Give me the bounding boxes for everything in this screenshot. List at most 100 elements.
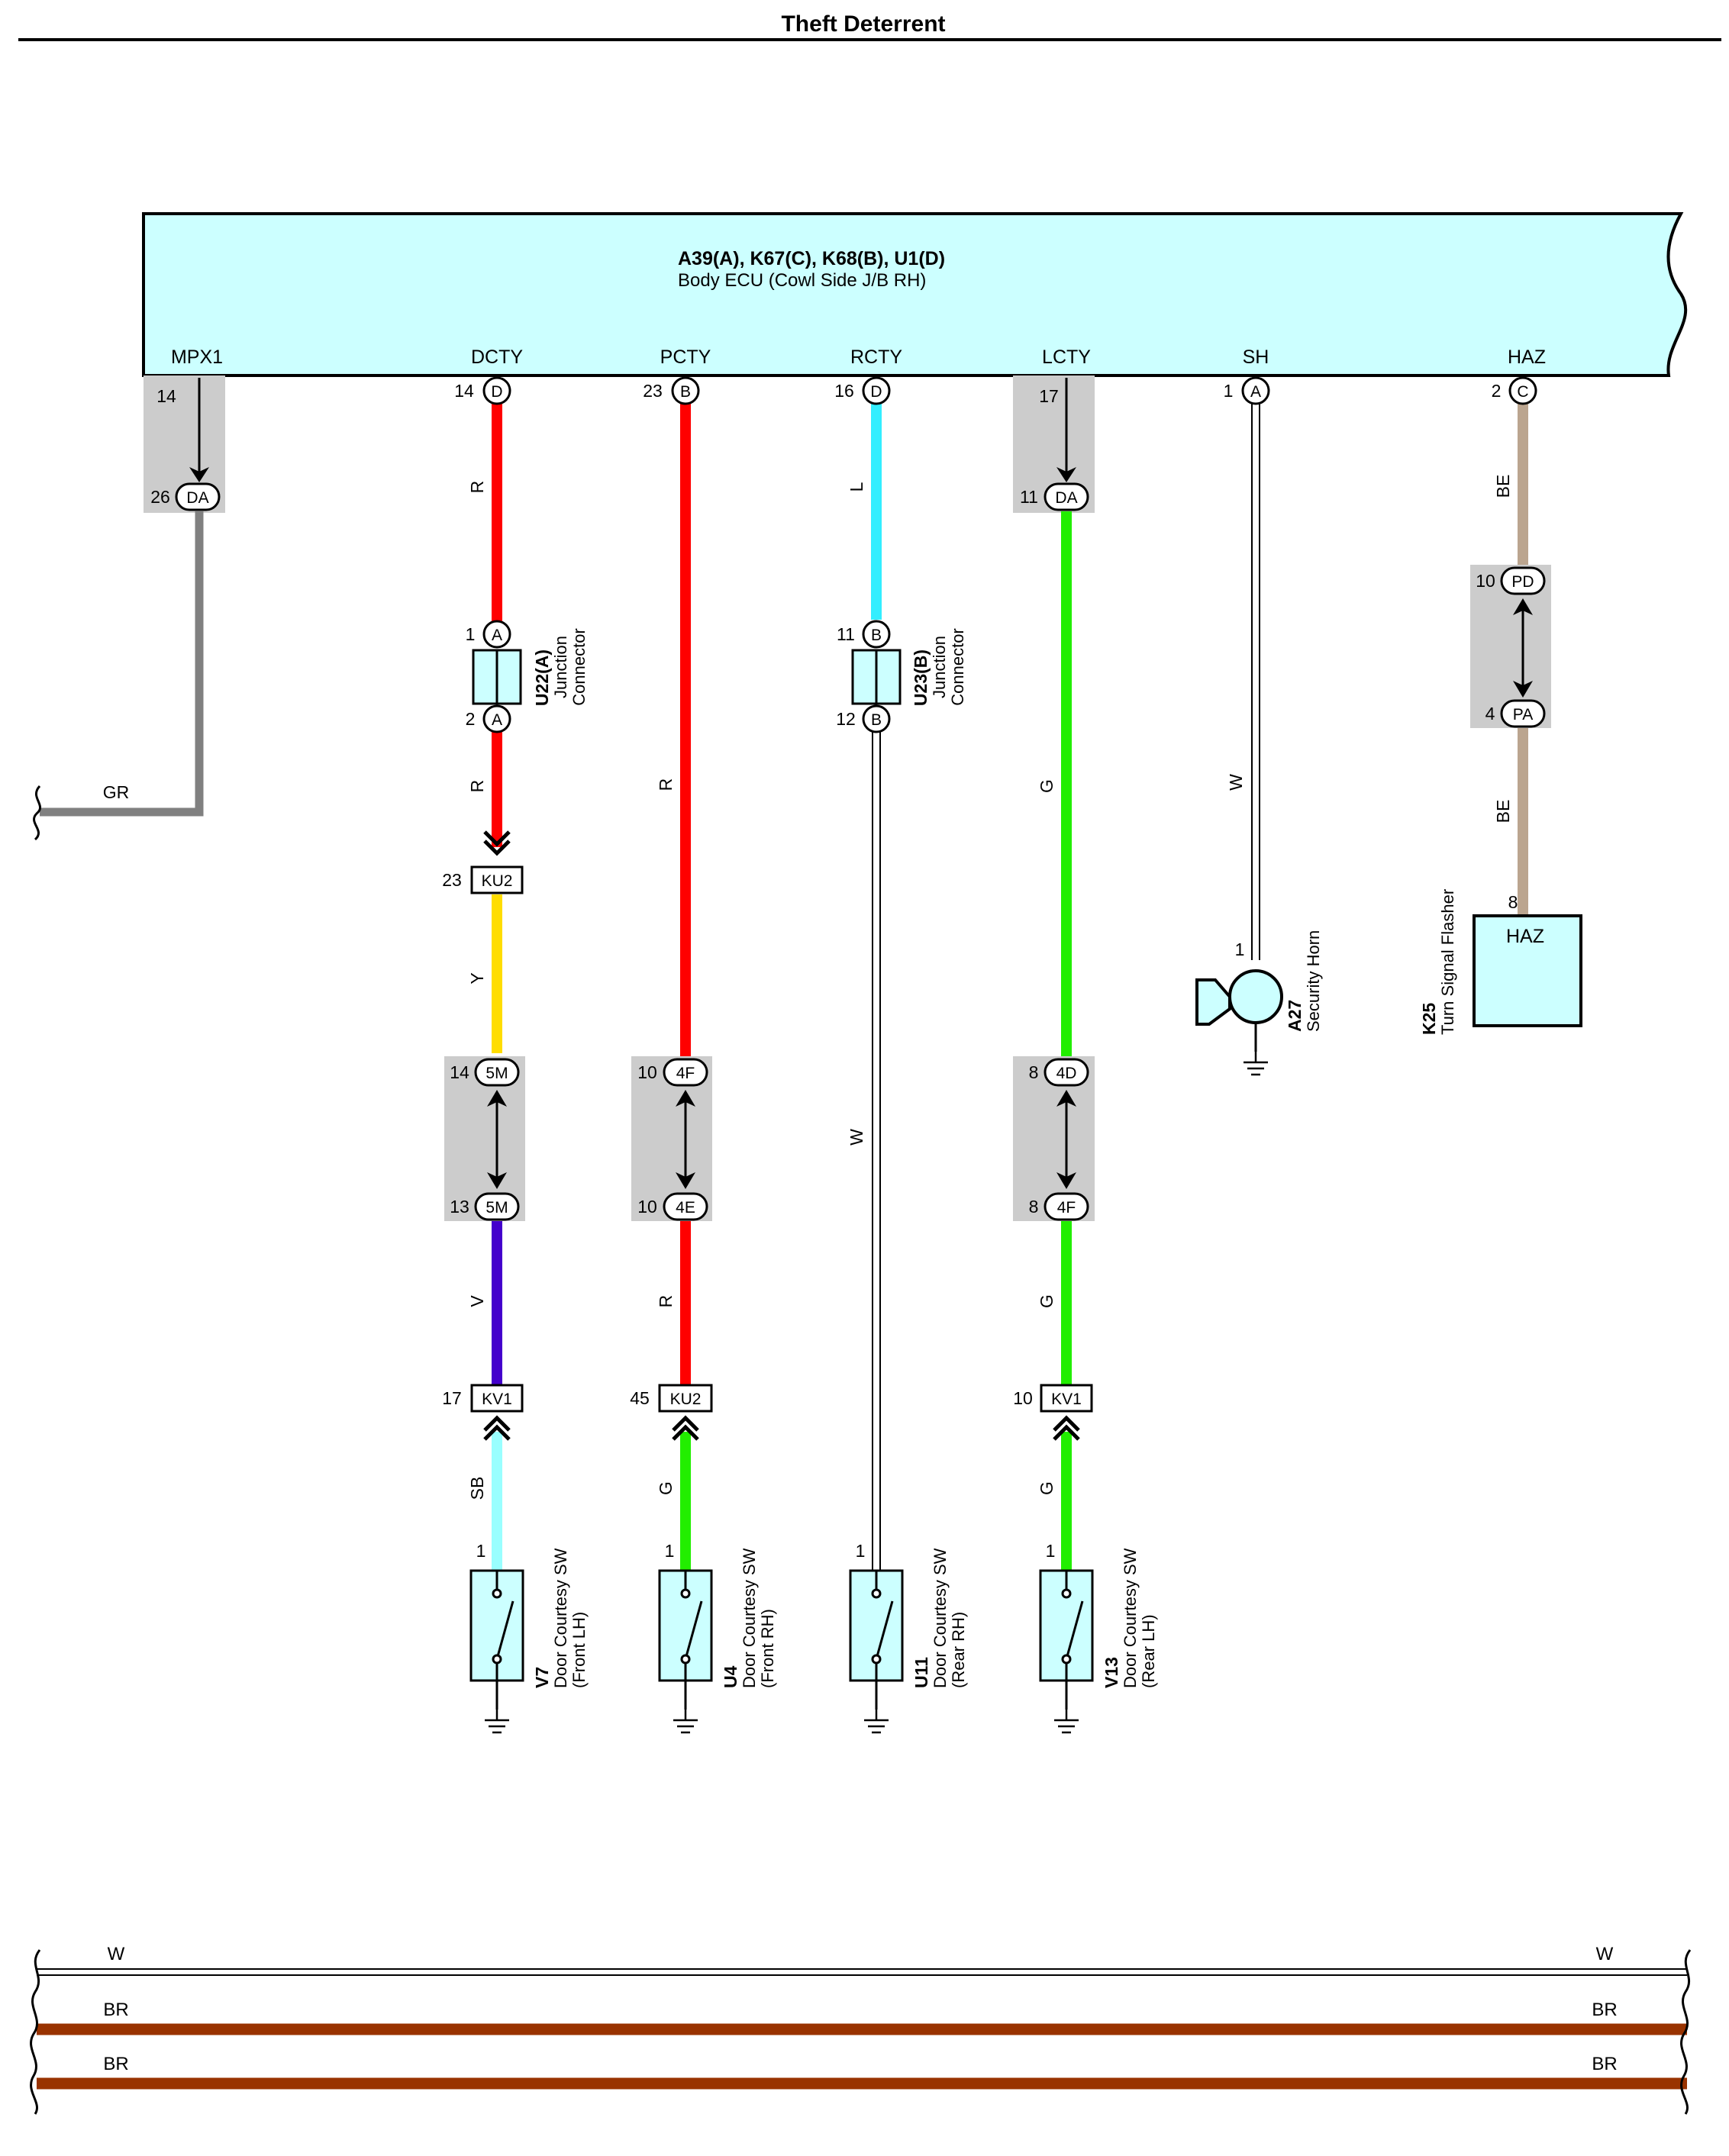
u22-top-conn: A [492, 627, 502, 644]
u22-bot-num: 2 [466, 709, 476, 729]
v7-ground-icon [483, 1708, 511, 1734]
v13-code: V13 [1102, 1657, 1121, 1688]
horn-pin: 1 [1235, 939, 1245, 959]
pin-name-haz: HAZ [1508, 346, 1546, 368]
haz-pd-label: PD [1511, 573, 1534, 591]
turn-signal-flasher-box [1473, 914, 1582, 1027]
wire-break-gr [33, 785, 42, 841]
u4-name: Door Courtesy SW [740, 1548, 759, 1688]
u4-ground-icon [672, 1708, 699, 1734]
v7-code: V7 [532, 1667, 552, 1688]
body-ecu-box [142, 212, 1688, 377]
lcty-4d-num: 8 [1029, 1062, 1039, 1082]
flasher-name: Turn Signal Flasher [1438, 889, 1457, 1035]
u22-name-2: Connector [569, 628, 589, 706]
flasher-pin: 8 [1508, 892, 1518, 912]
circuit-rcty: D 16 L B 11 B 12 U23(B) Junction Connect… [834, 376, 968, 1734]
horn-name: Security Horn [1304, 930, 1323, 1032]
dcty-ku2-connector [470, 865, 524, 894]
sh-ecu-connector [1241, 376, 1270, 405]
lcty-kv1-num: 10 [1013, 1388, 1033, 1408]
v7-pos: (Front LH) [569, 1612, 589, 1688]
u23-bot-conn: B [871, 711, 882, 729]
mpx-pin-num: 14 [156, 386, 176, 406]
lcty-ecu-pin-num: 17 [1039, 386, 1059, 406]
haz-pa-connector [1500, 699, 1546, 728]
v13-pos: (Rear LH) [1139, 1614, 1158, 1688]
wire-label-lcty-3: G [1037, 1481, 1056, 1495]
pin-name-mpx1: MPX1 [171, 346, 223, 368]
ecu-name: Body ECU (Cowl Side J/B RH) [678, 270, 926, 291]
v7-pin: 1 [476, 1541, 486, 1561]
wire-label-haz-1: BE [1493, 475, 1513, 498]
pcty-ecu-conn-label: B [680, 383, 691, 401]
wire-label-gr: GR [103, 782, 130, 802]
pcty-4f-num: 10 [637, 1062, 657, 1082]
dcty-ku2-num: 23 [442, 870, 462, 890]
dcty-kv1-num: 17 [442, 1388, 462, 1408]
dcty-5m-bot-connector [474, 1192, 520, 1221]
pcty-4f-label: 4F [676, 1065, 695, 1082]
u11-ground-icon [863, 1708, 890, 1734]
pcty-ku2-label: KU2 [670, 1391, 702, 1408]
pcty-4e-label: 4E [676, 1199, 695, 1217]
lcty-da-label: DA [1055, 489, 1077, 507]
dcty-ku2-label: KU2 [482, 872, 513, 890]
wire-label-dcty-5: SB [467, 1477, 487, 1500]
pin-name-pcty: PCTY [660, 346, 711, 368]
wire-gr [40, 511, 204, 817]
horn-code: A27 [1285, 1000, 1305, 1032]
u11-pos: (Rear RH) [949, 1612, 968, 1688]
dcty-kv1-label: KV1 [482, 1391, 512, 1408]
u22-bottom-connector [482, 704, 511, 733]
u23-bottom-connector [862, 704, 891, 733]
lcty-da-num: 11 [1020, 487, 1038, 507]
wire-label-dcty-3: Y [467, 972, 487, 984]
wire-label-dcty-4: V [467, 1295, 487, 1307]
wire-label-dcty-2: R [467, 780, 487, 793]
horn-bell-icon [1195, 978, 1231, 1026]
lcty-4d-label: 4D [1056, 1065, 1077, 1082]
dcty-ecu-connector [482, 376, 511, 405]
u22-bot-conn: A [492, 711, 502, 729]
dcty-5m-top-connector [474, 1058, 520, 1087]
pin-name-sh: SH [1243, 346, 1269, 368]
wire-label-lcty-2: G [1037, 1294, 1056, 1308]
u23-bot-num: 12 [836, 709, 856, 729]
circuit-pcty: B 23 R 4F 10 4E 10 R KU2 45 G 1 U4 Door … [630, 376, 777, 1734]
lcty-4f-connector [1044, 1192, 1089, 1221]
bus-label-br2-left: BR [103, 2054, 128, 2074]
u22-top-num: 1 [466, 624, 476, 644]
pcty-ku2-num: 45 [630, 1388, 650, 1408]
rcty-ecu-conn-label: D [870, 383, 882, 401]
u23-top-connector [862, 620, 891, 649]
u11-pin: 1 [856, 1541, 866, 1561]
haz-pa-num: 4 [1485, 704, 1495, 724]
pin-name-rcty: RCTY [850, 346, 902, 368]
pcty-ecu-connector [671, 376, 700, 405]
u23-name-2: Connector [948, 628, 967, 706]
dcty-5m-top-num: 14 [450, 1062, 469, 1082]
u22-top-connector [482, 620, 511, 649]
haz-ecu-conn-label: C [1517, 383, 1528, 401]
rcty-ecu-pin-num: 16 [834, 381, 854, 401]
bus-label-w-left: W [108, 1944, 125, 1964]
bus-label-br1-right: BR [1592, 2000, 1617, 2020]
v7-name: Door Courtesy SW [551, 1548, 570, 1688]
pcty-4f-connector [663, 1058, 708, 1087]
wire-label-lcty-1: G [1037, 779, 1056, 793]
page-title: Theft Deterrent [781, 11, 945, 37]
mpx-da-connector [175, 482, 221, 511]
flasher-code: K25 [1419, 1003, 1439, 1035]
wire-label-pcty-2: R [656, 1295, 676, 1308]
wire-label-dcty-1: R [467, 481, 487, 494]
u23-code: U23(B) [911, 649, 931, 706]
haz-pa-label: PA [1513, 706, 1533, 724]
haz-pd-num: 10 [1476, 571, 1495, 591]
pin-name-lcty: LCTY [1042, 346, 1091, 368]
pcty-4e-num: 10 [637, 1197, 657, 1217]
u4-code: U4 [721, 1665, 740, 1688]
bus-break-left [30, 1949, 41, 2115]
lcty-4f-label: 4F [1057, 1199, 1076, 1217]
haz-pd-connector [1500, 566, 1546, 595]
